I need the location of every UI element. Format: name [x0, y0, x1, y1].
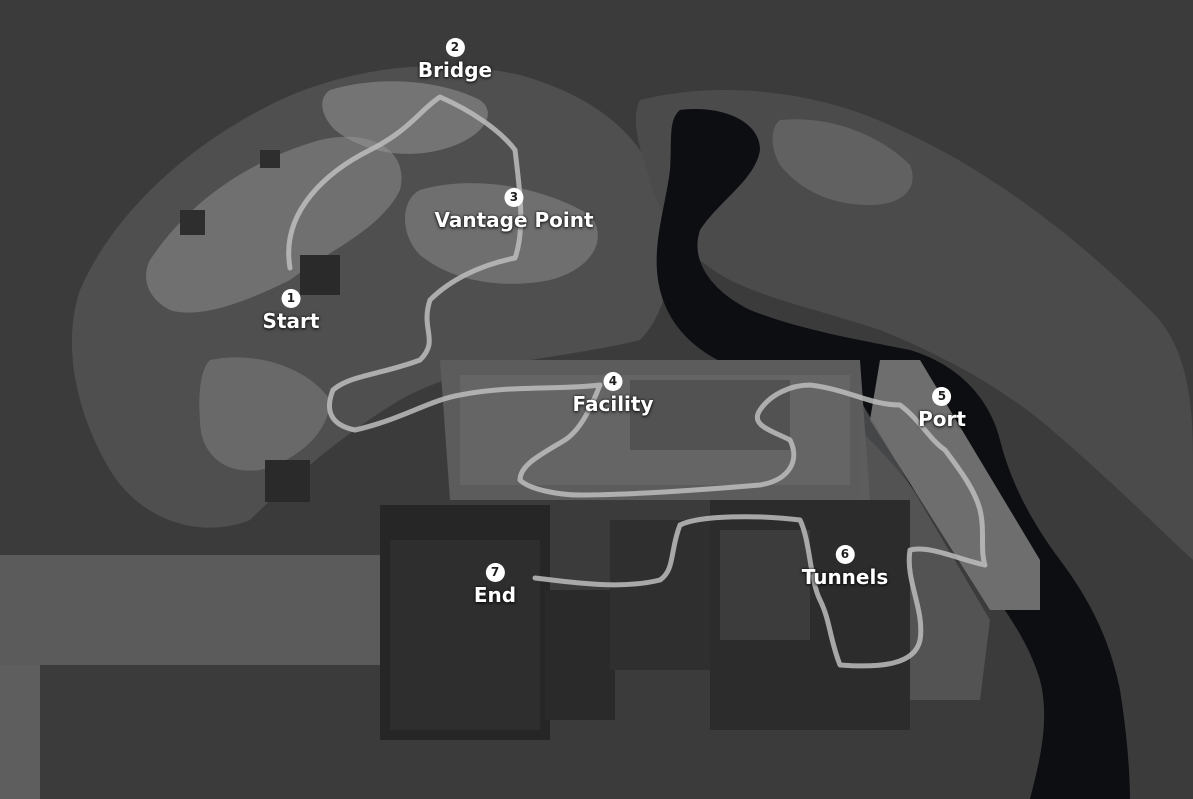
snow-patch — [772, 119, 913, 205]
snow-patch — [146, 136, 402, 313]
waypoint-end[interactable]: 7 End — [474, 563, 516, 607]
waypoint-number-badge: 6 — [835, 545, 855, 564]
waypoint-tunnels[interactable]: 6 Tunnels — [802, 545, 888, 589]
port-dock — [870, 360, 1040, 610]
waypoint-label: Facility — [572, 392, 654, 416]
tunnels-courtyard — [720, 530, 810, 640]
waypoint-label: Tunnels — [801, 565, 889, 589]
cabin — [180, 210, 205, 235]
waypoint-number-badge: 2 — [445, 38, 465, 57]
cabin — [265, 460, 310, 502]
waypoint-number-badge: 3 — [504, 188, 524, 207]
annex-building — [545, 590, 615, 720]
waypoint-number-badge: 1 — [281, 289, 301, 308]
waypoint-label: Port — [918, 407, 966, 431]
waypoint-start[interactable]: 1 Start — [262, 289, 320, 333]
mountain-area — [635, 90, 1193, 560]
waypoint-label: Vantage Point — [434, 208, 594, 232]
annex-building — [610, 520, 710, 670]
waypoint-port[interactable]: 5 Port — [918, 387, 966, 431]
route-line — [286, 94, 988, 669]
snow-patch — [405, 183, 598, 284]
waypoint-label: Bridge — [417, 58, 493, 82]
snow-patch — [199, 357, 330, 471]
cabin — [260, 150, 280, 168]
waypoint-vantage-point[interactable]: 3 Vantage Point — [434, 188, 594, 232]
end-building — [390, 540, 540, 730]
waypoint-number-badge: 4 — [603, 372, 623, 391]
cabin — [300, 255, 340, 295]
waypoint-number-badge: 7 — [485, 563, 505, 582]
facility-building — [630, 380, 790, 450]
waypoint-number-badge: 5 — [932, 387, 952, 406]
waypoint-bridge[interactable]: 2 Bridge — [418, 38, 492, 82]
waypoint-label: Start — [262, 309, 320, 333]
waypoint-facility[interactable]: 4 Facility — [572, 372, 654, 416]
waypoint-label: End — [473, 583, 517, 607]
road — [0, 555, 400, 665]
